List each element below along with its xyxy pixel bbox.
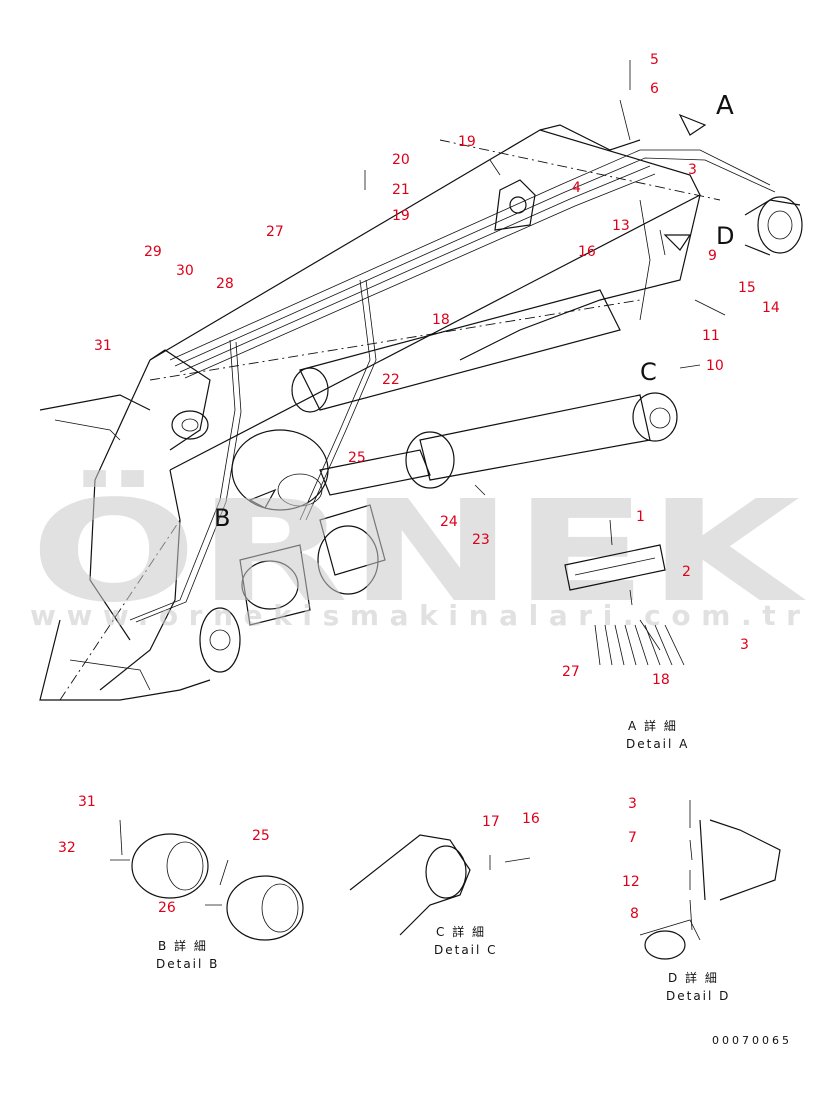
callout-10: 10 [706, 358, 724, 374]
callout-3-d: 3 [628, 796, 637, 812]
detail-c-callouts: 17 16 [482, 811, 540, 830]
callout-5: 5 [650, 52, 659, 68]
view-letter-a: A [716, 91, 734, 121]
callout-4: 4 [572, 180, 581, 196]
callout-9: 9 [708, 248, 717, 264]
detail-c-drawing [349, 834, 531, 936]
callout-19-b: 19 [392, 208, 410, 224]
callout-25-main: 25 [348, 450, 366, 466]
detail-b-caption: B 詳 細 Detail B [156, 938, 219, 971]
callout-30: 30 [176, 263, 194, 279]
detail-a-caption: A 詳 細 Detail A [626, 718, 689, 751]
callout-2: 2 [682, 564, 691, 580]
detail-a-caption-en: Detail A [626, 737, 689, 751]
detail-d-callouts: 3 7 12 8 [622, 796, 640, 922]
callout-32-b: 32 [58, 840, 76, 856]
callout-8-d: 8 [630, 906, 639, 922]
callout-1: 1 [636, 509, 645, 525]
view-letter-c: C [640, 358, 657, 386]
callout-3-top: 3 [688, 162, 697, 178]
detail-b-caption-en: Detail B [156, 957, 219, 971]
watermark-brand: ÖRNEK [30, 469, 806, 634]
callout-31: 31 [94, 338, 112, 354]
callout-12-d: 12 [622, 874, 640, 890]
callout-17-c: 17 [482, 814, 500, 830]
callout-11: 11 [702, 328, 720, 344]
callout-25-b: 25 [252, 828, 270, 844]
callout-29: 29 [144, 244, 162, 260]
detail-d-caption: D 詳 細 Detail D [666, 970, 730, 1003]
view-letter-b: B [214, 504, 230, 532]
callout-7-d: 7 [628, 830, 637, 846]
detail-c-caption: C 詳 細 Detail C [434, 924, 498, 957]
drawing-number: 00070065 [712, 1034, 792, 1047]
main-callouts: 5 6 20 21 19 19 4 13 3 29 30 28 27 31 18… [94, 52, 780, 688]
callout-3-detail-a: 3 [740, 637, 749, 653]
view-letter-d: D [716, 222, 734, 250]
callout-20: 20 [392, 152, 410, 168]
callout-22: 22 [382, 372, 400, 388]
detail-d-caption-jp: D 詳 細 [668, 970, 719, 985]
detail-a-caption-jp: A 詳 細 [628, 718, 678, 733]
callout-18-top: 18 [432, 312, 450, 328]
callout-24: 24 [440, 514, 458, 530]
callout-13: 13 [612, 218, 630, 234]
detail-b-caption-jp: B 詳 細 [158, 938, 208, 953]
callout-27-detail-a: 27 [562, 664, 580, 680]
detail-b-drawing [110, 819, 304, 941]
callout-28: 28 [216, 276, 234, 292]
detail-c-caption-en: Detail C [434, 943, 498, 957]
callout-16: 16 [578, 244, 596, 260]
detail-d-caption-en: Detail D [666, 989, 730, 1003]
callout-19-a: 19 [458, 134, 476, 150]
callout-6: 6 [650, 81, 659, 97]
detail-a-drawing [564, 519, 685, 666]
detail-b-callouts: 31 32 25 26 [58, 794, 270, 916]
callout-26-b: 26 [158, 900, 176, 916]
callout-15: 15 [738, 280, 756, 296]
watermark: ÖRNEK www.ornekismakinalari.com.tr [30, 469, 806, 634]
callout-21: 21 [392, 182, 410, 198]
boom-assembly-drawing [39, 60, 803, 701]
view-letters: A B C D [214, 91, 734, 532]
callout-14: 14 [762, 300, 780, 316]
detail-c-caption-jp: C 詳 細 [436, 924, 486, 939]
detail-d-drawing [639, 800, 781, 960]
callout-31-b: 31 [78, 794, 96, 810]
callout-16-c: 16 [522, 811, 540, 827]
callout-27-top: 27 [266, 224, 284, 240]
callout-23: 23 [472, 532, 490, 548]
callout-18-detail-a: 18 [652, 672, 670, 688]
